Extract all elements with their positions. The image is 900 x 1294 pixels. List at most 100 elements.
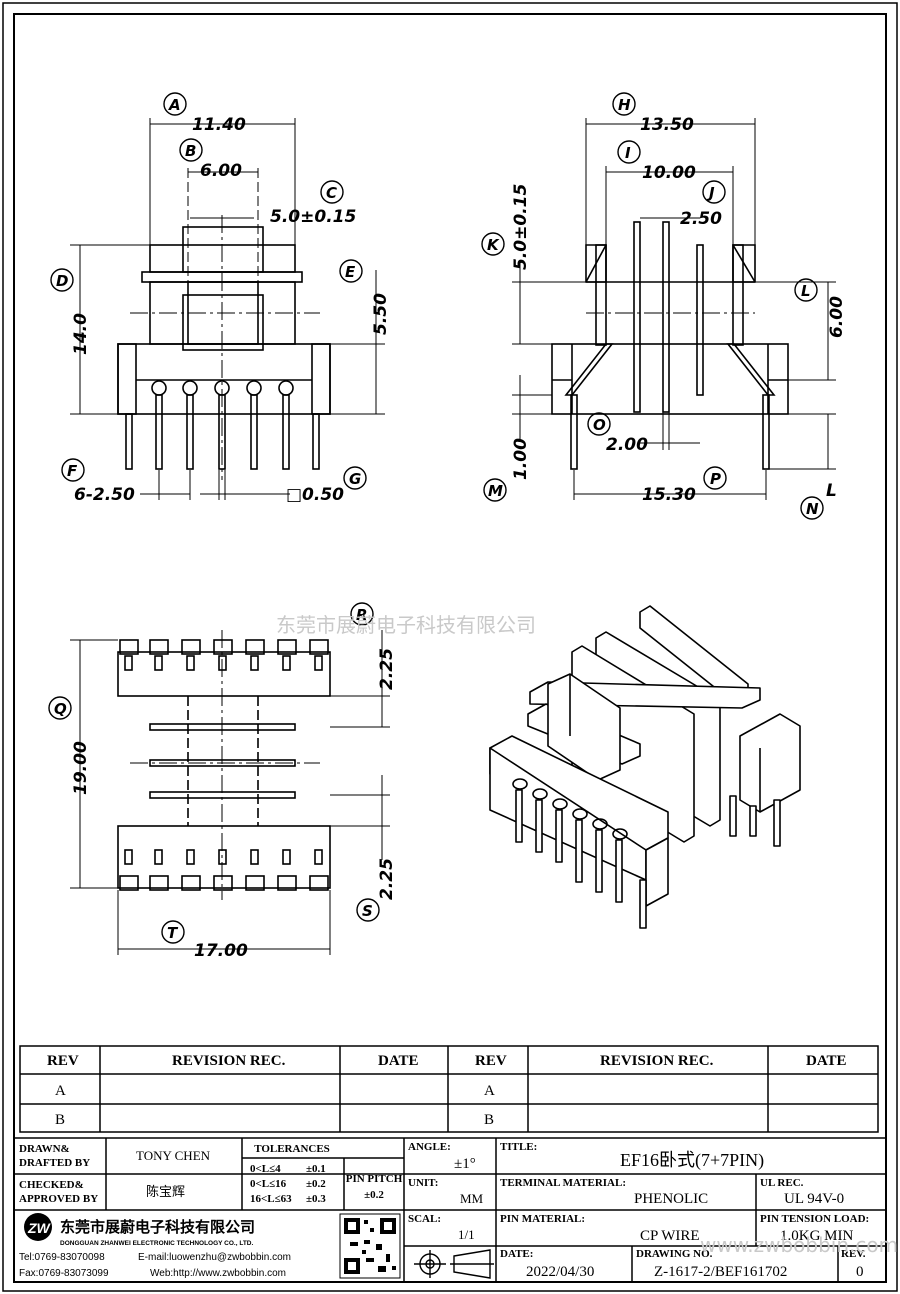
scale-value: 1/1: [458, 1227, 475, 1242]
balloon-I: I: [625, 144, 631, 162]
company-tel: Tel:0769-83070098: [19, 1252, 105, 1263]
svg-text:ZW: ZW: [27, 1220, 52, 1236]
scale-label: SCAL:: [408, 1213, 441, 1225]
balloon-N: N: [806, 500, 819, 518]
unit-label: UNIT:: [408, 1177, 438, 1189]
pin-tension-label: PIN TENSION LOAD:: [760, 1213, 869, 1225]
revision-header-2: REVISION REC.: [600, 1053, 714, 1069]
front-dim-lines: [70, 118, 385, 500]
balloon-C: C: [326, 184, 337, 202]
side-balloons: H I J K L M N O P: [481, 92, 824, 520]
dim-B-value: 6.00: [200, 161, 242, 181]
dim-S-value: 2.25: [377, 858, 397, 900]
dim-O-value: 2.00: [606, 435, 648, 455]
watermark-url: www.zwbobbin.com: [700, 1233, 898, 1257]
rev-value: 0: [856, 1264, 864, 1280]
front-pins: [125, 394, 320, 470]
front-view: [117, 215, 331, 480]
tol-value-3: ±0.3: [306, 1193, 326, 1205]
drawn-value: TONY CHEN: [136, 1148, 211, 1163]
dim-K-value: 5.0±0.15: [511, 184, 531, 270]
company-name-cn: 东莞市展蔚电子科技有限公司: [60, 1218, 255, 1236]
date-label: DATE:: [500, 1248, 533, 1260]
dim-J-value: 2.50: [680, 209, 722, 229]
revision-header-1: REVISION REC.: [172, 1053, 286, 1069]
side-view: [551, 221, 789, 470]
rev-row-b-1: B: [55, 1112, 65, 1128]
company-fax: Fax:0769-83073099: [19, 1268, 109, 1279]
balloon-O: O: [593, 416, 606, 434]
company-logo: ZW: [24, 1213, 52, 1241]
rev-header-2: REV: [475, 1053, 507, 1069]
watermark-cn: 东莞市展蔚电子科技有限公司: [276, 613, 536, 637]
isometric-view: [489, 605, 801, 929]
date-header-2: DATE: [806, 1053, 847, 1069]
tol-range-1: 0<L≤4: [250, 1163, 281, 1175]
checked-value: 陈宝辉: [146, 1184, 185, 1199]
side-dim-lines: [512, 118, 836, 500]
dim-G-value: □0.50: [286, 485, 344, 505]
dim-T-value: 17.00: [194, 941, 248, 961]
balloon-J: J: [706, 184, 715, 202]
title-block-grid: [13, 1137, 887, 1283]
ul-rec-label: UL REC.: [760, 1177, 804, 1189]
pin-material-value: CP WIRE: [640, 1228, 700, 1244]
balloon-G: G: [349, 470, 361, 488]
balloon-L: L: [801, 282, 811, 300]
dim-P-value: 15.30: [642, 485, 696, 505]
balloon-M: M: [488, 482, 503, 500]
top-dim-lines: [70, 630, 390, 955]
dim-I-value: 10.00: [642, 163, 696, 183]
rev-row-b-2: B: [484, 1112, 494, 1128]
dim-C-value: 5.0±0.15: [270, 207, 356, 227]
dim-E-value: 5.50: [371, 293, 391, 335]
drawing-no-value: Z-1617-2/BEF161702: [654, 1264, 787, 1280]
dim-Q-value: 19.00: [71, 741, 91, 795]
company-email: E-mail:luowenzhu@zwbobbin.com: [138, 1252, 291, 1263]
balloon-Q: Q: [54, 700, 67, 718]
unit-value: MM: [460, 1191, 484, 1206]
revision-table-text: REV REVISION REC. DATE REV REVISION REC.…: [47, 1053, 847, 1128]
drawn-label-1: DRAWN&: [19, 1143, 70, 1155]
balloon-H: H: [618, 96, 631, 114]
angle-value: ±1°: [454, 1156, 476, 1172]
dim-F-value: 6-2.50: [74, 485, 135, 505]
front-dim-texts: 11.40 6.00 5.0±0.15 14.0 5.50 6-2.50 □0.…: [71, 115, 391, 505]
top-balloons: Q R S T: [48, 602, 380, 944]
rev-row-a-1: A: [55, 1083, 66, 1099]
rev-label: REV.: [841, 1248, 866, 1260]
checked-label-1: CHECKED&: [19, 1179, 84, 1191]
dim-R-value: 2.25: [377, 648, 397, 690]
balloon-R: R: [356, 606, 368, 624]
balloon-P: P: [710, 470, 721, 488]
pin-tension-value: 1.0KG MIN: [780, 1228, 853, 1244]
dim-L-value: 6.00: [827, 296, 847, 338]
company-web: Web:http://www.zwbobbin.com: [150, 1268, 286, 1279]
revision-table: [19, 1045, 879, 1133]
drawing-no-label: DRAWING NO.: [636, 1248, 713, 1260]
top-view-pins-lower: [119, 849, 329, 891]
tolerances-label: TOLERANCES: [254, 1143, 330, 1155]
projection-symbol: [414, 1249, 494, 1279]
title-block-text: DRAWN& DRAFTED BY TONY CHEN CHECKED& APP…: [19, 1141, 869, 1280]
balloon-E: E: [345, 263, 356, 281]
dim-H-value: 13.50: [640, 115, 694, 135]
side-dim-texts: 13.50 10.00 2.50 5.0±0.15 6.00 1.00 2.00…: [511, 115, 847, 505]
isometric-pins: [515, 789, 781, 929]
angle-label: ANGLE:: [408, 1141, 451, 1153]
pin-pitch-value: ±0.2: [364, 1189, 384, 1201]
tol-range-2: 0<L≤16: [250, 1178, 287, 1190]
rev-header-1: REV: [47, 1053, 79, 1069]
tol-value-1: ±0.1: [306, 1163, 326, 1175]
rev-row-a-2: A: [484, 1083, 495, 1099]
terminal-material-value: PHENOLIC: [634, 1191, 708, 1207]
isometric-pin-holes: [512, 778, 628, 840]
dim-A-value: 11.40: [192, 115, 246, 135]
drawn-label-2: DRAFTED BY: [19, 1157, 90, 1169]
pin-pitch-label: PIN PITCH: [346, 1173, 403, 1185]
company-name-en: DONGGUAN ZHANWEI ELECTRONIC TECHNOLOGY C…: [60, 1240, 254, 1247]
qr-code: [339, 1213, 401, 1279]
date-value: 2022/04/30: [526, 1264, 594, 1280]
front-balloons: A B C D E F G: [50, 92, 367, 490]
